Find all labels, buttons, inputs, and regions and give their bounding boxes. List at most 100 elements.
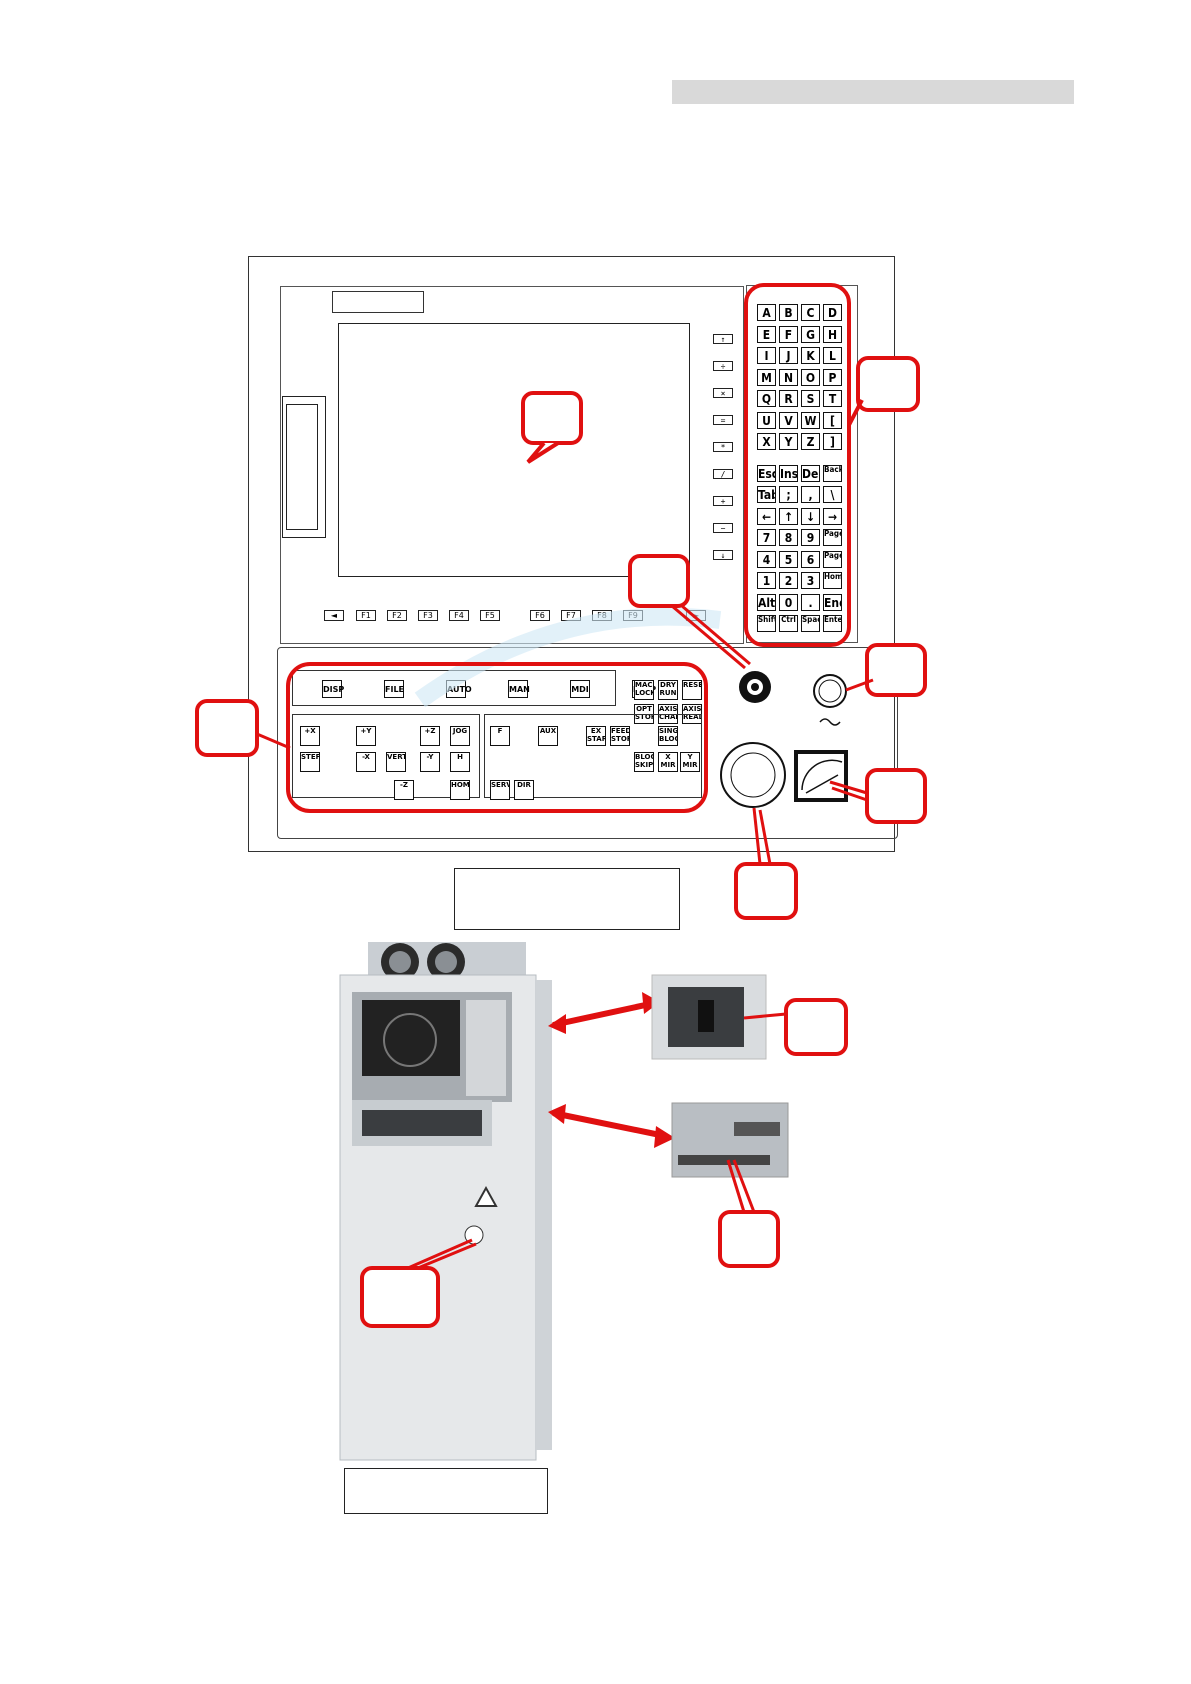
side-key[interactable]: + xyxy=(713,496,733,506)
key-esc[interactable]: Esc xyxy=(757,464,776,482)
jog-key[interactable]: STEP xyxy=(300,752,320,772)
jog-key[interactable]: -X xyxy=(356,752,376,772)
key-←[interactable]: ← xyxy=(757,507,776,525)
jog-key[interactable]: HOME xyxy=(450,780,470,800)
key-3[interactable]: 3 xyxy=(801,572,820,589)
jog-key[interactable]: JOG xyxy=(450,726,470,746)
key-i[interactable]: I xyxy=(757,347,776,364)
key-5[interactable]: 5 xyxy=(779,550,798,568)
function-key-f3[interactable]: F3 xyxy=(418,610,438,621)
key-t[interactable]: T xyxy=(823,390,842,407)
key-7[interactable]: 7 xyxy=(757,529,776,546)
key-end[interactable]: End xyxy=(823,593,842,611)
key-u[interactable]: U xyxy=(757,411,776,429)
key-9[interactable]: 9 xyxy=(801,529,820,546)
key-enter[interactable]: Enter xyxy=(823,615,842,632)
jog-key[interactable]: +Z xyxy=(420,726,440,746)
key-n[interactable]: N xyxy=(779,368,798,386)
function-key-f6[interactable]: F6 xyxy=(530,610,550,621)
function-cluster-key[interactable]: SERV xyxy=(490,780,510,800)
key-d[interactable]: D xyxy=(823,304,842,321)
key-][interactable]: ] xyxy=(823,433,842,450)
key-r[interactable]: R xyxy=(779,390,798,407)
key-↓[interactable]: ↓ xyxy=(801,507,820,525)
key-page-up[interactable]: Page Up xyxy=(823,529,842,546)
key-f[interactable]: F xyxy=(779,325,798,343)
key-home[interactable]: Home xyxy=(823,572,842,589)
side-key[interactable]: × xyxy=(713,388,733,398)
key-g[interactable]: G xyxy=(801,325,820,343)
key-0[interactable]: 0 xyxy=(779,593,798,611)
jog-key[interactable]: +Y xyxy=(356,726,376,746)
key-p[interactable]: P xyxy=(823,368,842,386)
function-key-f5[interactable]: F5 xyxy=(480,610,500,621)
key-4[interactable]: 4 xyxy=(757,550,776,568)
control-key[interactable]: RESET xyxy=(682,680,702,700)
function-cluster-key[interactable]: DIR xyxy=(514,780,534,800)
key-,[interactable]: , xyxy=(801,486,820,503)
side-key[interactable]: ÷ xyxy=(713,361,733,371)
key-b[interactable]: B xyxy=(779,304,798,321)
jog-key[interactable]: -Y xyxy=(420,752,440,772)
key-h[interactable]: H xyxy=(823,325,842,343)
function-cluster-key[interactable]: Y MIR xyxy=(680,752,700,772)
side-key[interactable]: = xyxy=(713,415,733,425)
side-key[interactable]: ↑ xyxy=(713,334,733,344)
side-key[interactable]: ↓ xyxy=(713,550,733,560)
key-y[interactable]: Y xyxy=(779,433,798,450)
mode-key-mdi[interactable]: MDI xyxy=(570,680,590,698)
function-cluster-key[interactable]: X MIR xyxy=(658,752,678,772)
key-q[interactable]: Q xyxy=(757,390,776,407)
key-k[interactable]: K xyxy=(801,347,820,364)
control-key[interactable]: MACH LOCK xyxy=(634,680,654,700)
key-ctrl[interactable]: Ctrl xyxy=(779,615,798,632)
jog-key[interactable]: +X xyxy=(300,726,320,746)
function-cluster-key[interactable]: SINGLE BLOCK xyxy=(658,726,678,746)
key-del[interactable]: Del xyxy=(801,464,820,482)
control-key[interactable]: DRY RUN xyxy=(658,680,678,700)
key-a[interactable]: A xyxy=(757,304,776,321)
key-m[interactable]: M xyxy=(757,368,776,386)
function-cluster-key[interactable]: EX START xyxy=(586,726,606,746)
key-ins[interactable]: Ins xyxy=(779,464,798,482)
function-key-f2[interactable]: F2 xyxy=(387,610,407,621)
key-back[interactable]: Back xyxy=(823,464,842,482)
side-key[interactable]: * xyxy=(713,442,733,452)
key-l[interactable]: L xyxy=(823,347,842,364)
key-e[interactable]: E xyxy=(757,325,776,343)
jog-key[interactable]: VERT xyxy=(386,752,406,772)
key-6[interactable]: 6 xyxy=(801,550,820,568)
key-\[interactable]: \ xyxy=(823,486,842,503)
key-w[interactable]: W xyxy=(801,411,820,429)
key-x[interactable]: X xyxy=(757,433,776,450)
key-space[interactable]: Space xyxy=(801,615,820,632)
function-key-f4[interactable]: F4 xyxy=(449,610,469,621)
key-v[interactable]: V xyxy=(779,411,798,429)
key-2[interactable]: 2 xyxy=(779,572,798,589)
function-cluster-key[interactable]: FEED STOP xyxy=(610,726,630,746)
key-alt[interactable]: Alt xyxy=(757,593,776,611)
side-key[interactable]: − xyxy=(713,523,733,533)
jog-key[interactable]: H xyxy=(450,752,470,772)
key-→[interactable]: → xyxy=(823,507,842,525)
key-8[interactable]: 8 xyxy=(779,529,798,546)
jog-key[interactable]: -Z xyxy=(394,780,414,800)
key-page-down[interactable]: Page Down xyxy=(823,550,842,568)
function-cluster-key[interactable]: F xyxy=(490,726,510,746)
key-[[interactable]: [ xyxy=(823,411,842,429)
key-tab[interactable]: Tab xyxy=(757,486,776,503)
key-o[interactable]: O xyxy=(801,368,820,386)
function-cluster-key[interactable]: AUX xyxy=(538,726,558,746)
key-.[interactable]: . xyxy=(801,593,820,611)
mode-key-disp[interactable]: DISP xyxy=(322,680,344,698)
key-s[interactable]: S xyxy=(801,390,820,407)
key-↑[interactable]: ↑ xyxy=(779,507,798,525)
key-j[interactable]: J xyxy=(779,347,798,364)
function-cluster-key[interactable]: BLOCK SKIP xyxy=(634,752,654,772)
side-key[interactable]: / xyxy=(713,469,733,479)
key-;[interactable]: ; xyxy=(779,486,798,503)
key-1[interactable]: 1 xyxy=(757,572,776,589)
key-z[interactable]: Z xyxy=(801,433,820,450)
key-c[interactable]: C xyxy=(801,304,820,321)
scroll-left-key[interactable]: ◄ xyxy=(324,610,344,621)
